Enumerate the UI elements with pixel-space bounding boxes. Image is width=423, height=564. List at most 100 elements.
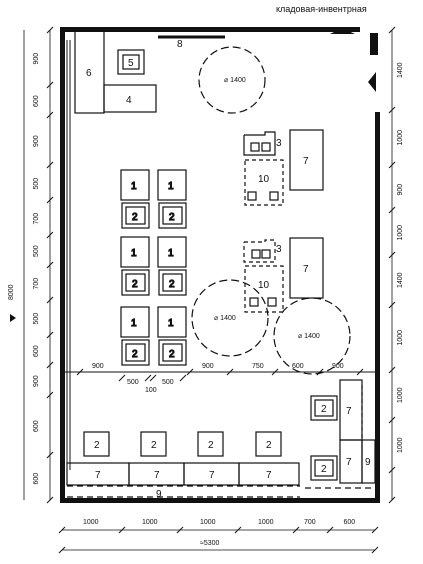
furniture-10a [244,159,284,206]
dim-right: 1400 [397,272,404,288]
dim-mid: 900 [332,363,344,370]
label-10b: 10 [258,280,270,291]
top-wall [60,27,360,32]
bottom-wall [60,498,380,503]
desk-2-label: 2 [132,212,138,223]
label-9-right: 9 [365,457,371,468]
dim-mid: 900 [92,363,104,370]
clearance-label-2: ⌀ 1400 [214,315,236,322]
dim-bottom: 700 [304,519,316,526]
dim-right: 1400 [397,62,404,78]
chair-2 [162,343,183,362]
label-7-c1: 7 [95,470,101,481]
desk-1-label: 1 [168,318,174,329]
desk-2-b6 [310,455,338,481]
furniture-3b [243,239,276,263]
dim-left: 600 [33,420,40,432]
desk-2-label: 2 [169,279,175,290]
dim-right: 1000 [397,437,404,453]
chair-2 [125,206,146,225]
label-2-b5: 2 [321,404,327,415]
label-7-r1: 7 [346,406,352,417]
desk-2 [121,202,150,229]
left-wall [60,27,65,503]
lab-station-1 [243,129,324,206]
desk-1 [120,169,150,201]
dim-left: 900 [33,375,40,387]
furniture-4 [103,84,157,113]
dim-mid: 900 [202,363,214,370]
label-7-c4: 7 [266,470,272,481]
label-3a: 3 [276,138,282,149]
desk-1-label: 1 [131,318,137,329]
counter-7-4 [238,462,300,486]
label-7-r2: 7 [346,457,352,468]
desk-1-label: 1 [131,181,137,192]
chair-2 [162,206,183,225]
door-arrow-top [330,28,355,34]
desk-2-b1 [83,431,110,457]
label-2-b6: 2 [321,464,327,475]
door-arrow-right [368,72,376,92]
dim-right: 1000 [397,225,404,241]
label-7-c3: 7 [209,470,215,481]
dim-small: 500 [127,379,139,386]
chair-2 [125,273,146,292]
desk-2 [158,269,187,296]
clearance-label-3: ⌀ 1400 [298,333,320,340]
desk-2 [158,202,187,229]
overall-height-label: 8000 [8,284,15,300]
desk-2 [121,269,150,296]
dim-small: 500 [162,379,174,386]
label-2-b4: 2 [266,440,272,451]
desk-2-b2 [140,431,167,457]
clearance-circle-2 [191,279,269,357]
dim-left: 500 [33,245,40,257]
desk-2 [158,339,187,366]
label-2-b2: 2 [151,440,157,451]
furniture-7a [289,129,324,191]
desk-2-b5 [310,395,338,421]
chair-2 [125,343,146,362]
desk-2-label: 2 [132,349,138,360]
dim-left: 900 [33,135,40,147]
label-4: 4 [126,95,132,106]
left-windows [66,40,71,470]
clearance-label-1: ⌀ 1400 [224,77,246,84]
dimension-texts: 1000 1000 1000 1000 700 600 900 900 750 600 900 500… [33,53,404,526]
label-5: 5 [128,58,134,69]
desk-2-label: 2 [169,349,175,360]
desk-1 [157,236,187,268]
label-7a: 7 [303,156,309,167]
desk-1 [157,306,187,338]
desk-1-label: 1 [131,248,137,259]
dimension-ticks [46,26,396,554]
label-2-b1: 2 [94,440,100,451]
desk-2 [121,339,150,366]
right-wall-pier [370,33,378,55]
label-2-b3: 2 [208,440,214,451]
dim-right: 1000 [397,330,404,346]
dim-bottom: 1000 [200,519,216,526]
label-8: 8 [177,39,183,50]
desk-1 [120,236,150,268]
dim-bottom: 1000 [142,519,158,526]
desk-2-b3 [197,431,224,457]
furniture-3a [243,131,276,156]
dim-right: 1000 [397,387,404,403]
dim-small: 100 [145,387,157,394]
bottom-zone [66,379,376,498]
dim-bottom: 600 [344,519,356,526]
desk-1-label: 1 [168,248,174,259]
clearance-circle-1 [198,46,266,114]
dim-left: 600 [33,473,40,485]
label-9-bottom: 9 [156,489,162,500]
dim-left: 900 [33,53,40,65]
dim-mid: 750 [252,363,264,370]
label-3b: 3 [276,244,282,255]
dim-bottom: 1000 [258,519,274,526]
dim-mid: 600 [292,363,304,370]
teacher-area [74,29,225,114]
